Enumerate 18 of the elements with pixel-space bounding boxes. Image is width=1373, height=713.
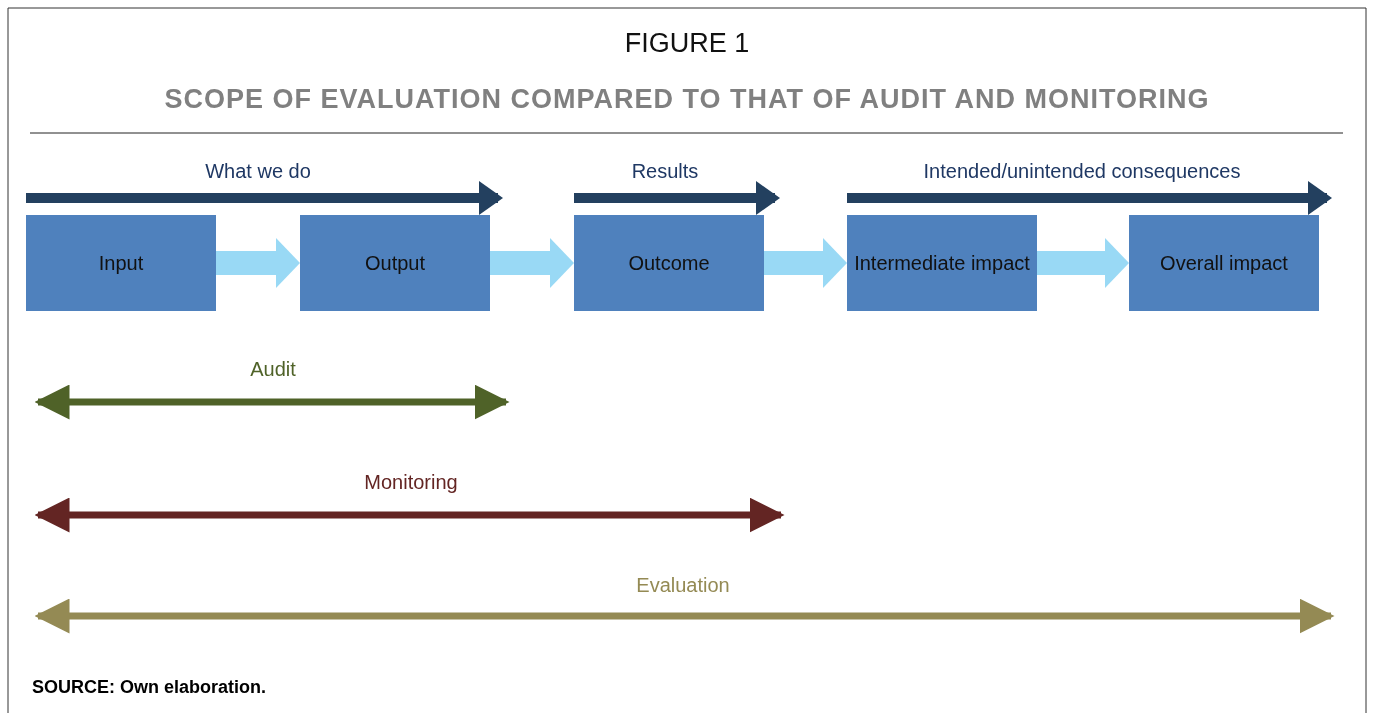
block-arrow — [216, 238, 300, 288]
scope-label: Evaluation — [636, 574, 730, 597]
process-box: Output — [300, 215, 490, 311]
block-arrow — [764, 238, 847, 288]
stage-heading: What we do — [205, 160, 311, 183]
figure-number: FIGURE 1 — [624, 28, 750, 59]
process-box: Overall impact — [1129, 215, 1319, 311]
block-arrow — [490, 238, 574, 288]
figure-title: SCOPE OF EVALUATION COMPARED TO THAT OF AUDIT AND MONITORING — [164, 84, 1210, 115]
scope-label: Audit — [250, 358, 296, 381]
stage-heading: Results — [631, 160, 699, 183]
source-note: SOURCE: Own elaboration. — [32, 677, 267, 698]
block-arrow — [1037, 238, 1129, 288]
process-box: Input — [26, 215, 216, 311]
stage-heading: Intended/unintended consequences — [923, 160, 1241, 183]
process-box: Outcome — [574, 215, 764, 311]
scope-label: Monitoring — [364, 471, 458, 494]
process-box: Intermediate impact — [847, 215, 1037, 311]
